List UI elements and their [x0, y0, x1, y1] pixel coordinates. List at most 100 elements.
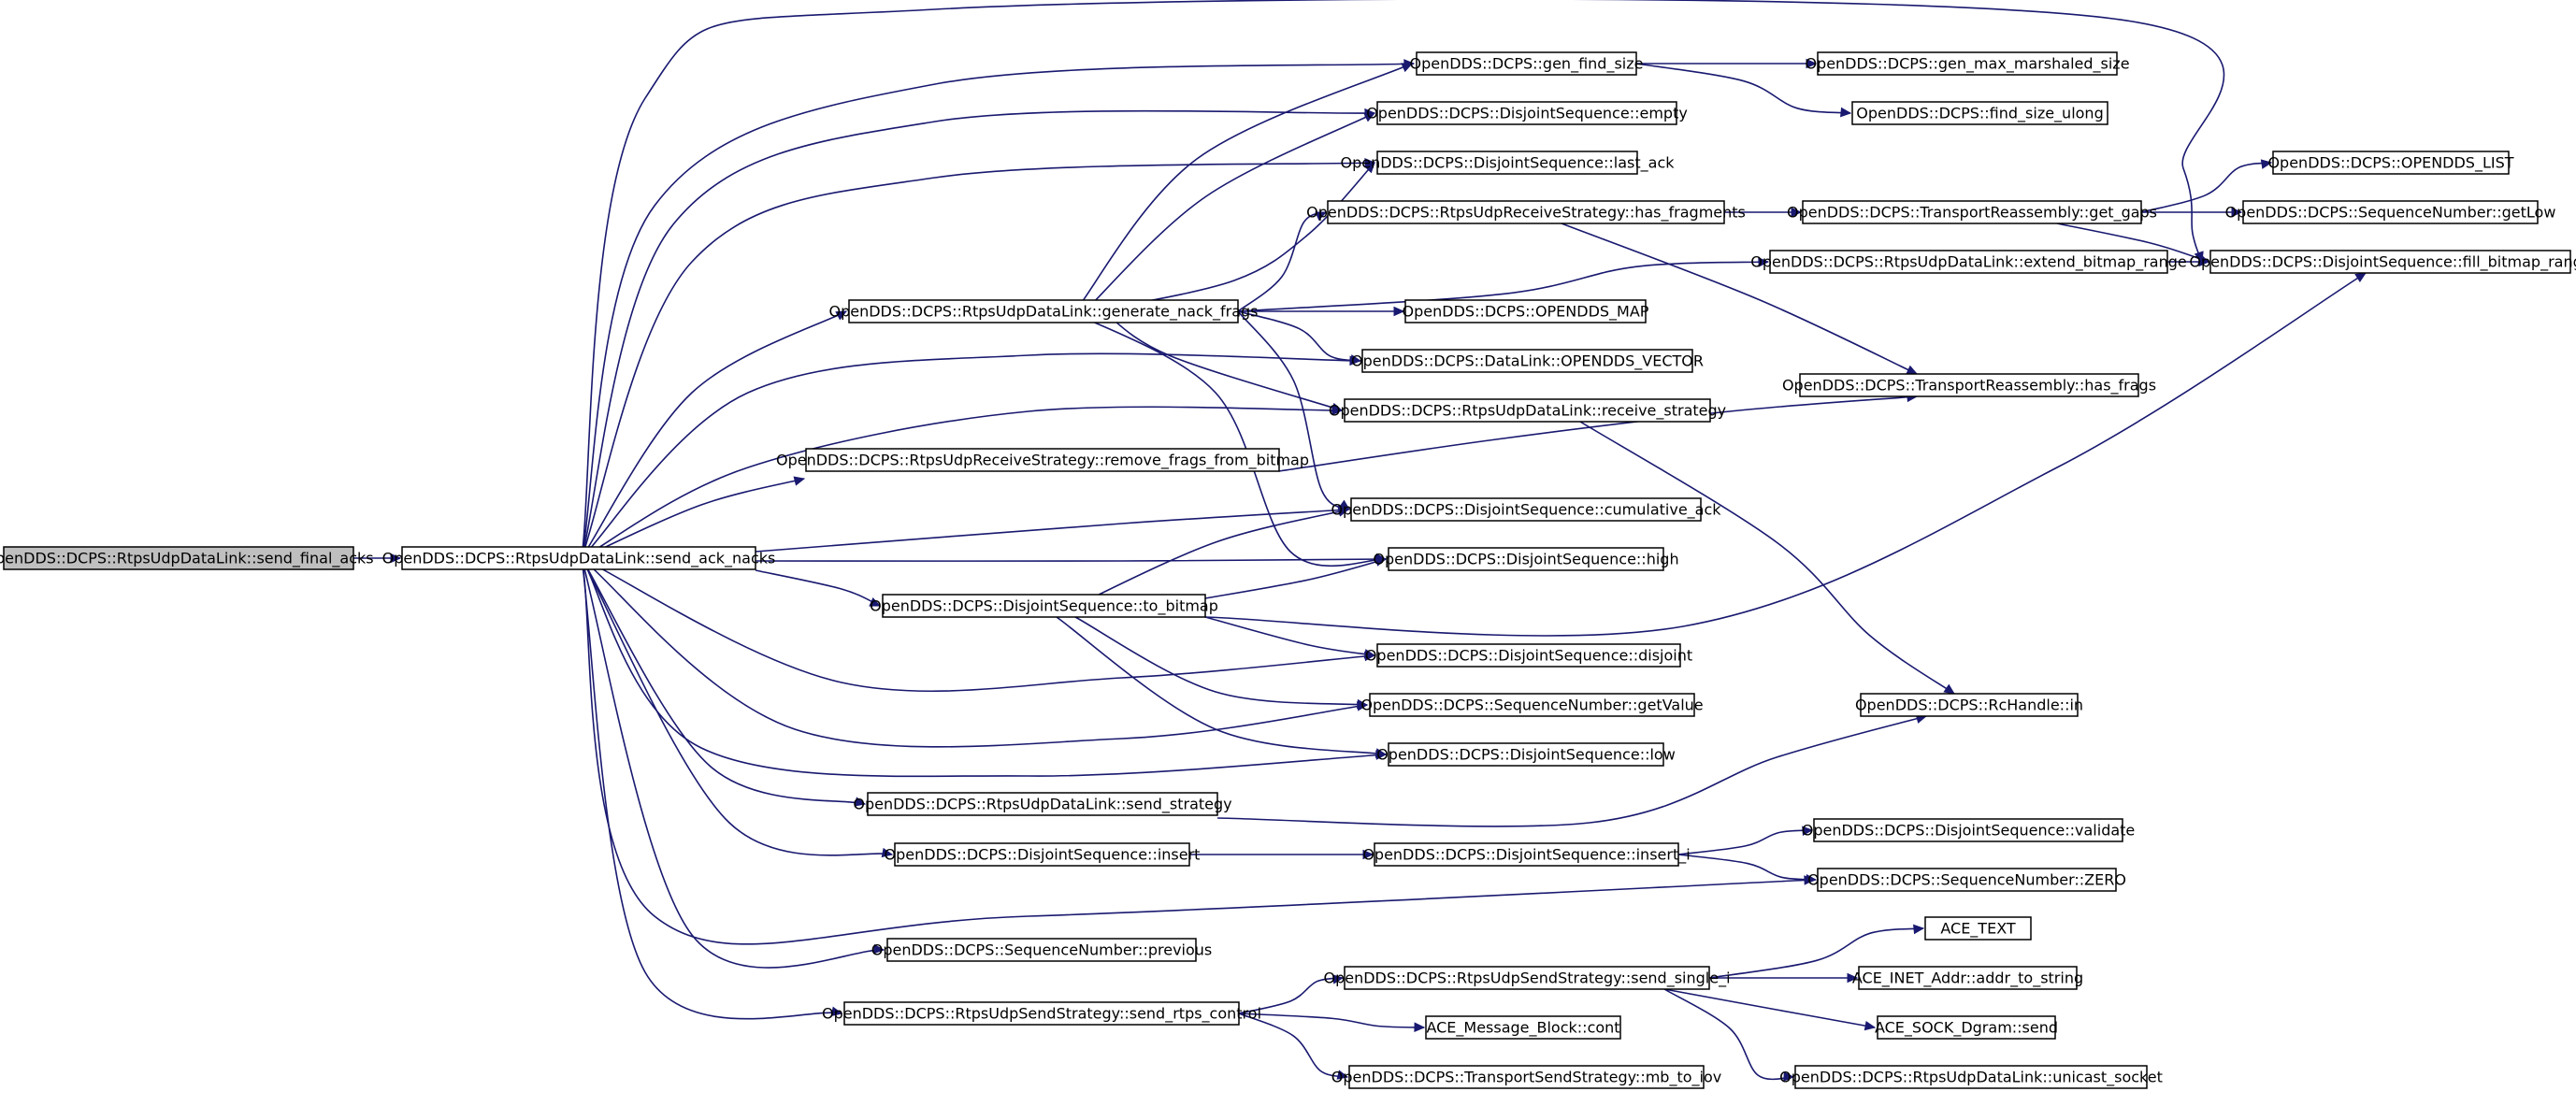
- node-n24[interactable]: OpenDDS::DCPS::RcHandle::in: [1855, 693, 2083, 717]
- node-n34[interactable]: ACE_INET_Addr::addr_to_string: [1852, 966, 2083, 990]
- node-n28[interactable]: OpenDDS::DCPS::DisjointSequence::insert: [885, 842, 1201, 867]
- node-n38[interactable]: OpenDDS::DCPS::TransportSendStrategy::mb…: [1331, 1065, 1721, 1089]
- edge-line: [755, 569, 881, 607]
- node-n33[interactable]: OpenDDS::DCPS::RtpsUdpSendStrategy::send…: [1323, 966, 1731, 990]
- node-n2[interactable]: OpenDDS::DCPS::gen_find_size: [1410, 51, 1644, 76]
- arrowhead: [1362, 849, 1374, 860]
- node-n19[interactable]: OpenDDS::DCPS::DisjointSequence::cumulat…: [1331, 497, 1721, 522]
- node-n36[interactable]: ACE_Message_Block::cont: [1425, 1015, 1621, 1040]
- edge-line: [1238, 1013, 1348, 1078]
- node-n12[interactable]: OpenDDS::DCPS::DisjointSequence::fill_bi…: [2189, 250, 2576, 274]
- arrowhead: [2354, 272, 2367, 283]
- node-label: OpenDDS::DCPS::gen_find_size: [1410, 55, 1644, 74]
- node-label: OpenDDS::DCPS::SequenceNumber::getValue: [1360, 697, 1703, 714]
- node-n17[interactable]: OpenDDS::DCPS::RtpsUdpDataLink::receive_…: [1329, 398, 1726, 423]
- edge-n33-n32: [1708, 924, 1925, 979]
- arrowhead: [1906, 365, 1919, 375]
- node-label: OpenDDS::DCPS::DisjointSequence::fill_bi…: [2189, 253, 2576, 272]
- node-box: [3, 546, 354, 570]
- node-n25[interactable]: OpenDDS::DCPS::DisjointSequence::low: [1376, 742, 1676, 767]
- edge-n1-n26: [581, 557, 867, 807]
- arrowhead: [390, 553, 402, 564]
- edge-line: [1204, 558, 1387, 599]
- edge-line: [1663, 988, 1794, 1081]
- node-n1[interactable]: OpenDDS::DCPS::RtpsUdpDataLink::send_ack…: [382, 546, 776, 570]
- node-n4[interactable]: OpenDDS::DCPS::find_size_ulong: [1851, 101, 2108, 125]
- edge-n1-n20: [755, 553, 1388, 565]
- node-n9[interactable]: OpenDDS::DCPS::OPENDDS_LIST: [2267, 151, 2514, 175]
- arrowhead: [793, 476, 806, 486]
- node-n32[interactable]: ACE_TEXT: [1924, 916, 2032, 941]
- edge-n35-n33: [1238, 974, 1345, 1014]
- node-box: [1817, 51, 2118, 76]
- edge-line: [581, 352, 1360, 559]
- node-n29[interactable]: OpenDDS::DCPS::DisjointSequence::insert_…: [1362, 842, 1691, 867]
- arrowhead: [1864, 1020, 1877, 1031]
- node-box: [848, 299, 1239, 323]
- node-label: OpenDDS::DCPS::DisjointSequence::insert: [885, 846, 1201, 864]
- edge-n28-n29: [1189, 849, 1374, 860]
- node-n0[interactable]: OpenDDS::DCPS::RtpsUdpDataLink::send_fin…: [0, 546, 374, 570]
- node-n6[interactable]: OpenDDS::DCPS::DisjointSequence::last_ac…: [1340, 151, 1675, 175]
- edge-line: [755, 509, 1349, 553]
- node-label: OpenDDS::DCPS::RtpsUdpReceiveStrategy::r…: [776, 452, 1309, 470]
- node-n21[interactable]: OpenDDS::DCPS::DisjointSequence::to_bitm…: [870, 594, 1218, 618]
- node-n5[interactable]: OpenDDS::DCPS::DisjointSequence::empty: [1366, 101, 1688, 125]
- edge-line: [1204, 616, 1375, 656]
- node-n11[interactable]: OpenDDS::DCPS::RtpsUdpDataLink::extend_b…: [1750, 250, 2187, 274]
- edge-n33-n37: [1663, 988, 1877, 1031]
- node-n39[interactable]: OpenDDS::DCPS::RtpsUdpDataLink::unicast_…: [1779, 1065, 2163, 1089]
- node-n16[interactable]: OpenDDS::DCPS::TransportReassembly::has_…: [1782, 373, 2156, 397]
- node-n3[interactable]: OpenDDS::DCPS::gen_max_marshaled_size: [1805, 51, 2130, 76]
- node-label: ACE_Message_Block::cont: [1426, 1019, 1619, 1038]
- node-label: OpenDDS::DCPS::RtpsUdpDataLink::send_str…: [853, 796, 1231, 814]
- node-n8[interactable]: OpenDDS::DCPS::TransportReassembly::get_…: [1787, 200, 2157, 224]
- edge-n33-n34: [1709, 972, 1859, 984]
- edge-line: [1084, 112, 1375, 312]
- arrowhead: [1363, 649, 1376, 659]
- edge-line: [581, 557, 866, 805]
- node-label: OpenDDS::DCPS::RtpsUdpDataLink::unicast_…: [1779, 1069, 2163, 1087]
- edge-line: [1070, 310, 1387, 567]
- node-n26[interactable]: OpenDDS::DCPS::RtpsUdpDataLink::send_str…: [853, 792, 1232, 816]
- node-n20[interactable]: OpenDDS::DCPS::DisjointSequence::high: [1373, 547, 1679, 571]
- node-n31[interactable]: OpenDDS::DCPS::SequenceNumber::previous: [871, 938, 1213, 962]
- arrowhead: [2231, 207, 2243, 218]
- node-n7[interactable]: OpenDDS::DCPS::RtpsUdpReceiveStrategy::h…: [1306, 200, 1746, 224]
- node-n22[interactable]: OpenDDS::DCPS::DisjointSequence::disjoin…: [1365, 643, 1692, 668]
- arrowhead: [1393, 306, 1405, 317]
- edge-line: [1237, 211, 1327, 312]
- edge-n13-n20: [1070, 310, 1388, 567]
- node-box: [867, 792, 1218, 816]
- node-n10[interactable]: OpenDDS::DCPS::SequenceNumber::getLow: [2225, 200, 2556, 224]
- edge-n1-n22: [581, 557, 1376, 693]
- node-box: [1350, 497, 1702, 522]
- node-label: ACE_SOCK_Dgram::send: [1875, 1019, 2058, 1038]
- edge-line: [1237, 310, 1361, 362]
- node-label: OpenDDS::DCPS::DataLink::OPENDDS_VECTOR: [1351, 352, 1704, 371]
- node-n18[interactable]: OpenDDS::DCPS::RtpsUdpReceiveStrategy::r…: [776, 448, 1309, 472]
- node-box: [401, 546, 756, 570]
- node-n30[interactable]: OpenDDS::DCPS::SequenceNumber::ZERO: [1807, 868, 2126, 892]
- node-n37[interactable]: ACE_SOCK_Dgram::send: [1875, 1015, 2058, 1040]
- edge-line: [1677, 854, 1817, 881]
- edge-line: [2056, 223, 2209, 263]
- node-n35[interactable]: OpenDDS::DCPS::RtpsUdpSendStrategy::send…: [822, 1001, 1261, 1026]
- edge-line: [581, 557, 1387, 778]
- node-n15[interactable]: OpenDDS::DCPS::DataLink::OPENDDS_VECTOR: [1351, 349, 1704, 373]
- node-n23[interactable]: OpenDDS::DCPS::SequenceNumber::getValue: [1360, 693, 1704, 717]
- edge-n21-n19: [1074, 507, 1350, 607]
- edge-line: [581, 557, 885, 969]
- node-n14[interactable]: OpenDDS::DCPS::OPENDDS_MAP: [1403, 299, 1649, 323]
- arrowhead: [1363, 112, 1376, 122]
- node-n27[interactable]: OpenDDS::DCPS::DisjointSequence::validat…: [1802, 818, 2136, 842]
- node-label: ACE_INET_Addr::addr_to_string: [1852, 970, 2083, 988]
- edge-n1-n23: [581, 557, 1369, 748]
- edge-line: [1074, 509, 1349, 607]
- node-n13[interactable]: OpenDDS::DCPS::RtpsUdpDataLink::generate…: [828, 299, 1259, 323]
- node-label: OpenDDS::DCPS::find_size_ulong: [1856, 105, 2103, 123]
- edge-line: [1093, 162, 1375, 312]
- edge-n1-n18: [581, 476, 806, 559]
- edge-line: [1708, 927, 1924, 979]
